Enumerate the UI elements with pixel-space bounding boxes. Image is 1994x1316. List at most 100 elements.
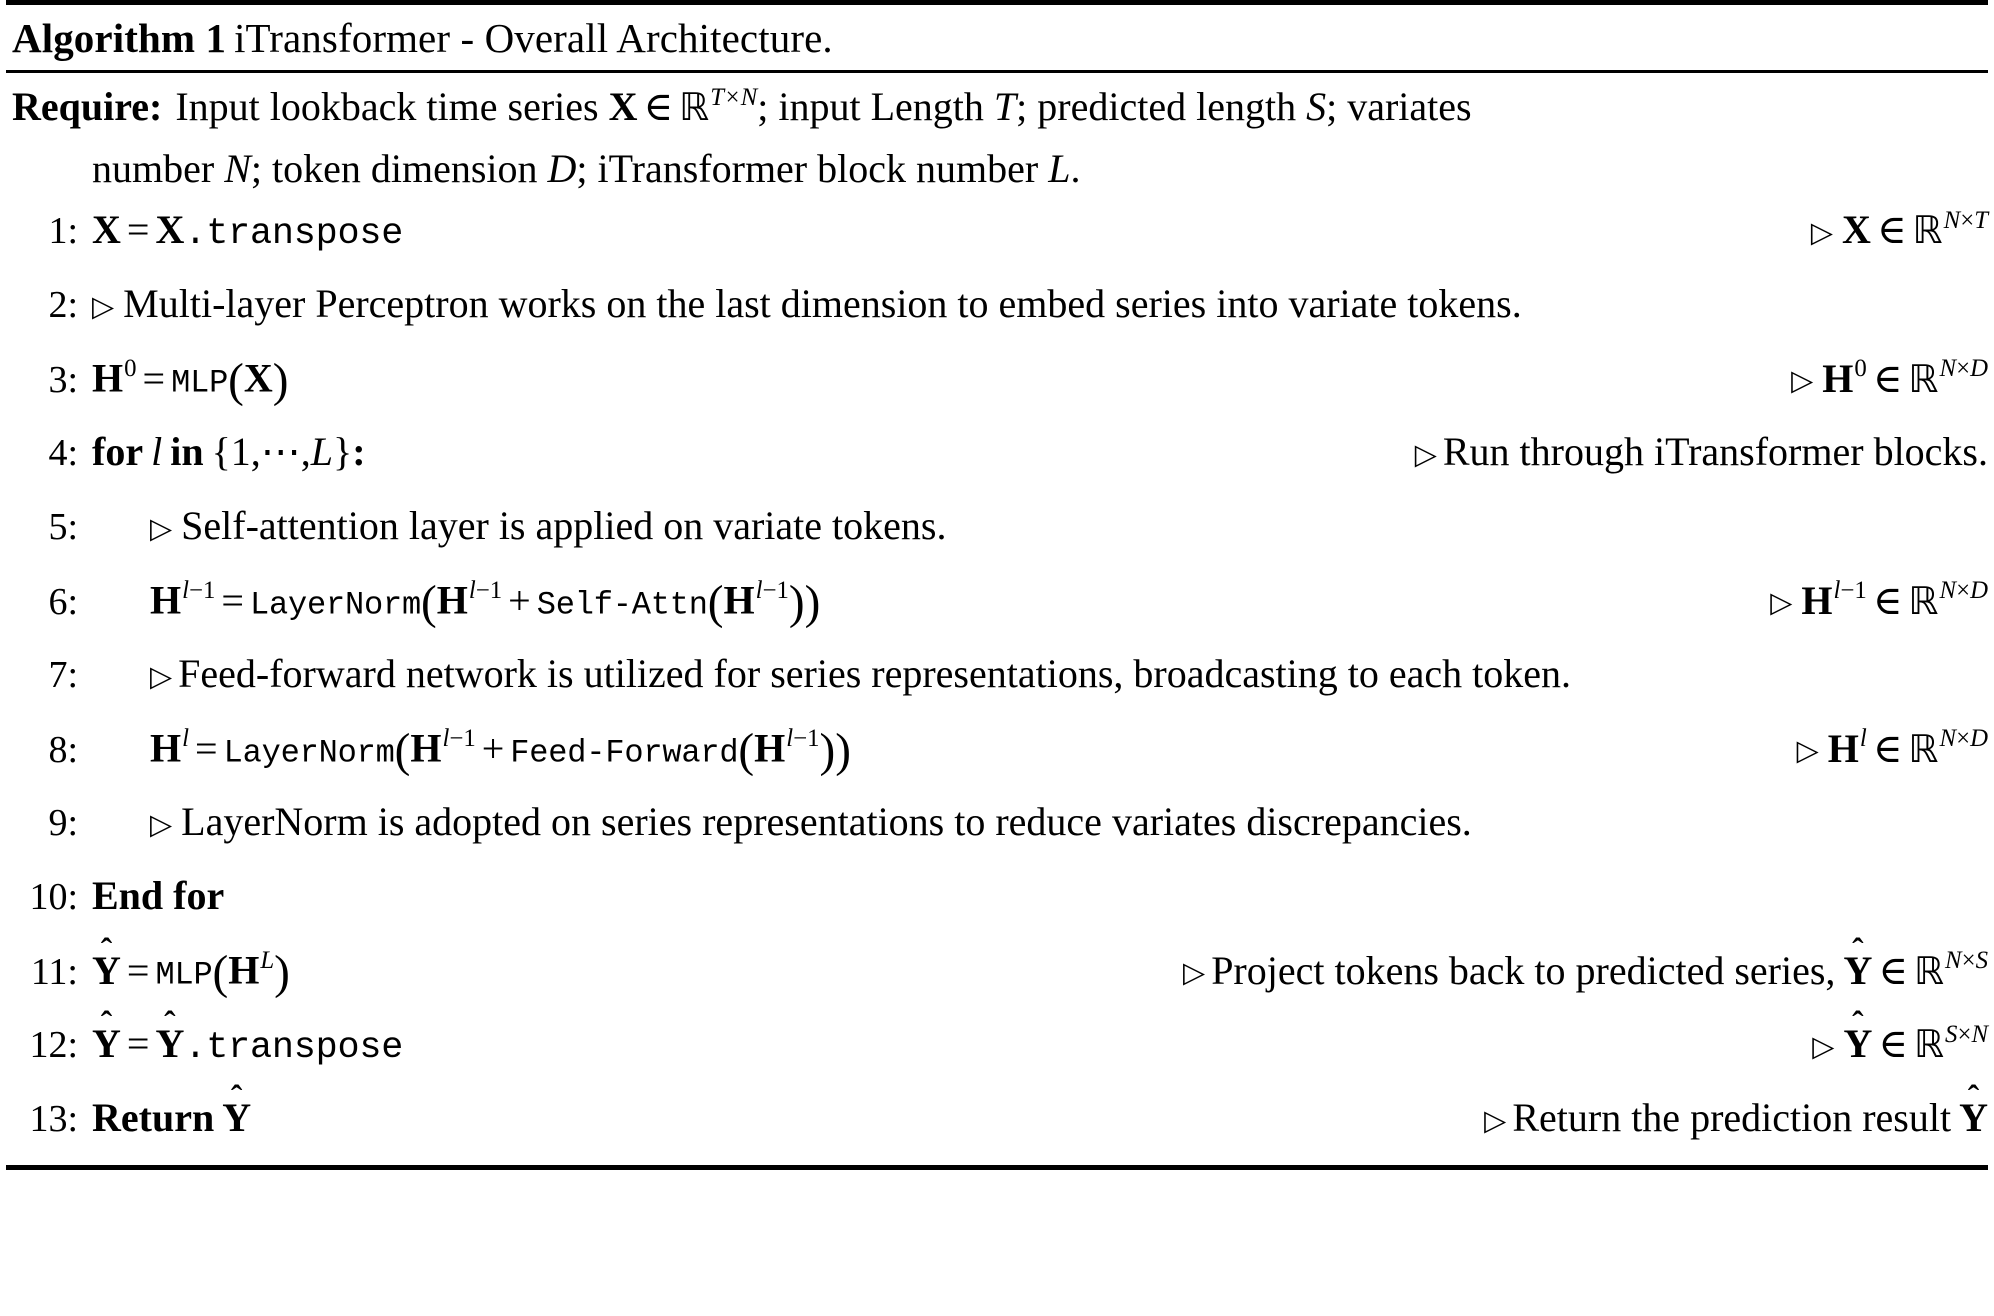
symbol-S: S: [1306, 84, 1327, 130]
paren-close: ): [274, 947, 290, 1000]
line-statement: Hl−1=LayerNorm(Hl−1+Self-Attn(Hl−1)): [92, 577, 821, 630]
symbol-Y-hat: ̂Y: [1843, 1021, 1873, 1067]
line-comment: ▷X∈ℝN×T: [1783, 207, 1988, 253]
triangle-icon: ▷: [92, 288, 115, 323]
triangle-icon: ▷: [1484, 1102, 1507, 1137]
algorithm-line: 7: ▷Feed-forward network is utilized for…: [6, 647, 1988, 721]
require-text-6: ; token dimension: [250, 146, 538, 192]
keyword-for: for: [92, 429, 144, 475]
algorithm-line: 10: End for: [6, 869, 1988, 943]
line-statement: Hl=LayerNorm(Hl−1+Feed-Forward(Hl−1)): [92, 725, 851, 778]
symbol-H: H: [150, 725, 182, 771]
require-text-4: ; variates: [1326, 84, 1472, 130]
symbol-in: ∈: [1878, 1021, 1908, 1067]
symbol-X: X: [608, 84, 638, 130]
triangle-icon: ▷: [1810, 214, 1834, 249]
symbol-H: H: [754, 725, 786, 771]
symbol-L: L: [1048, 146, 1071, 192]
symbol-Y-hat: ̂Y: [92, 1021, 121, 1067]
symbol-X: X: [155, 207, 185, 253]
comment-text: Multi-layer Perceptron works on the last…: [123, 281, 1522, 327]
symbol-T: T: [993, 84, 1017, 130]
paren-open: (: [738, 725, 755, 778]
paren-close: ): [788, 577, 805, 630]
symbol-reals: ℝ: [679, 85, 710, 130]
line-number: 8:: [48, 728, 78, 771]
line-comment: ▷H0∈ℝN×D: [1763, 356, 1988, 401]
function-self-attn: Self-Attn: [536, 586, 708, 624]
triangle-icon: ▷: [1796, 733, 1819, 768]
require-line-2: number N; token dimension D; iTransforme…: [6, 133, 1988, 199]
function-mlp: MLP: [155, 956, 213, 994]
symbol-H: H: [436, 577, 468, 623]
line-number: 3:: [48, 358, 78, 401]
line-statement: ̂Y=̂Y.transpose: [92, 1024, 403, 1067]
symbol-N: N: [224, 146, 251, 192]
symbol-X: X: [92, 207, 121, 253]
symbol-D: D: [547, 146, 577, 192]
symbol-equals: =: [126, 207, 150, 253]
symbol-plus: +: [508, 577, 531, 623]
algorithm-line: 12: ̂Y=̂Y.transpose ▷̂Y∈ℝS×N: [6, 1017, 1988, 1091]
symbol-in: ∈: [1876, 207, 1907, 253]
line-comment: ▷Return the prediction result̂Y: [1456, 1098, 1988, 1138]
line-number: 13:: [29, 1098, 78, 1141]
require-keyword: Require:: [12, 84, 163, 130]
line-comment: ▷Run through iTransformer blocks.: [1387, 432, 1988, 472]
exponent-l: l: [1859, 725, 1867, 753]
top-rule: [6, 0, 1988, 5]
paren-close: ): [804, 577, 821, 630]
comment-text: Feed-forward network is utilized for ser…: [178, 651, 1572, 697]
triangle-icon: ▷: [150, 806, 173, 841]
require-text-1: Input lookback time series: [175, 84, 599, 130]
paren-close: ): [835, 725, 851, 778]
line-statement: ̂Y=MLP(HL): [92, 947, 290, 1000]
triangle-icon: ▷: [1770, 585, 1793, 620]
triangle-icon: ▷: [1812, 1028, 1835, 1063]
algorithm-line: 8: Hl=LayerNorm(Hl−1+Feed-Forward(Hl−1))…: [6, 721, 1988, 795]
paren-open: (: [212, 947, 229, 1000]
line-comment: ▷Hl−1∈ℝN×D: [1742, 577, 1988, 623]
line-number: 5:: [48, 506, 78, 549]
symbol-Y-hat: ̂Y: [92, 947, 121, 993]
paren-close: ): [819, 725, 836, 778]
triangle-icon: ▷: [1791, 363, 1814, 398]
algorithm-line: 1: X=X.transpose ▷X∈ℝN×T: [6, 203, 1988, 277]
paren-open: (: [707, 577, 724, 630]
symbol-reals: ℝ: [1908, 356, 1939, 401]
paren-open: (: [394, 725, 411, 778]
symbol-Y-hat: ̂Y: [1843, 947, 1873, 993]
algorithm-line: 11: ̂Y=MLP(HL) ▷Project tokens back to p…: [6, 943, 1988, 1017]
symbol-plus: +: [481, 725, 505, 771]
comment-text: Self-attention layer is applied on varia…: [181, 503, 947, 549]
exponent-l-minus-1: l−1: [442, 725, 476, 753]
exponent-l-minus-1: l−1: [755, 577, 789, 605]
symbol-H: H: [150, 577, 182, 623]
algorithm-line: 6: Hl−1=LayerNorm(Hl−1+Self-Attn(Hl−1)) …: [6, 573, 1988, 647]
line-number: 12:: [29, 1024, 78, 1067]
line-comment: ▷̂Y∈ℝS×N: [1784, 1021, 1988, 1067]
algorithm-body: 1: X=X.transpose ▷X∈ℝN×T 2: ▷Multi-layer…: [6, 199, 1988, 1165]
symbol-equals: =: [126, 947, 150, 993]
require-text-5: number: [92, 146, 215, 192]
function-mlp: MLP: [171, 364, 229, 402]
symbol-H: H: [1801, 577, 1833, 623]
triangle-icon: ▷: [1414, 436, 1437, 471]
exponent-l-minus-1: l−1: [1833, 577, 1867, 605]
algorithm-line: 5: ▷Self-attention layer is applied on v…: [6, 499, 1988, 573]
loop-range: {1,⋯,L}: [211, 429, 353, 475]
line-statement: ▷Feed-forward network is utilized for se…: [92, 654, 1571, 694]
symbol-equals: =: [221, 577, 244, 623]
require-text-2: ; input Length: [757, 84, 984, 130]
symbol-H: H: [228, 947, 260, 993]
symbol-in: ∈: [1872, 725, 1903, 771]
symbol-reals: ℝ: [1908, 578, 1939, 623]
symbol-in: ∈: [1878, 947, 1908, 993]
colon: :: [352, 429, 366, 475]
bottom-rule: [6, 1165, 1988, 1171]
exponent-zero: 0: [1854, 355, 1867, 383]
symbol-reals: ℝ: [1908, 726, 1939, 771]
